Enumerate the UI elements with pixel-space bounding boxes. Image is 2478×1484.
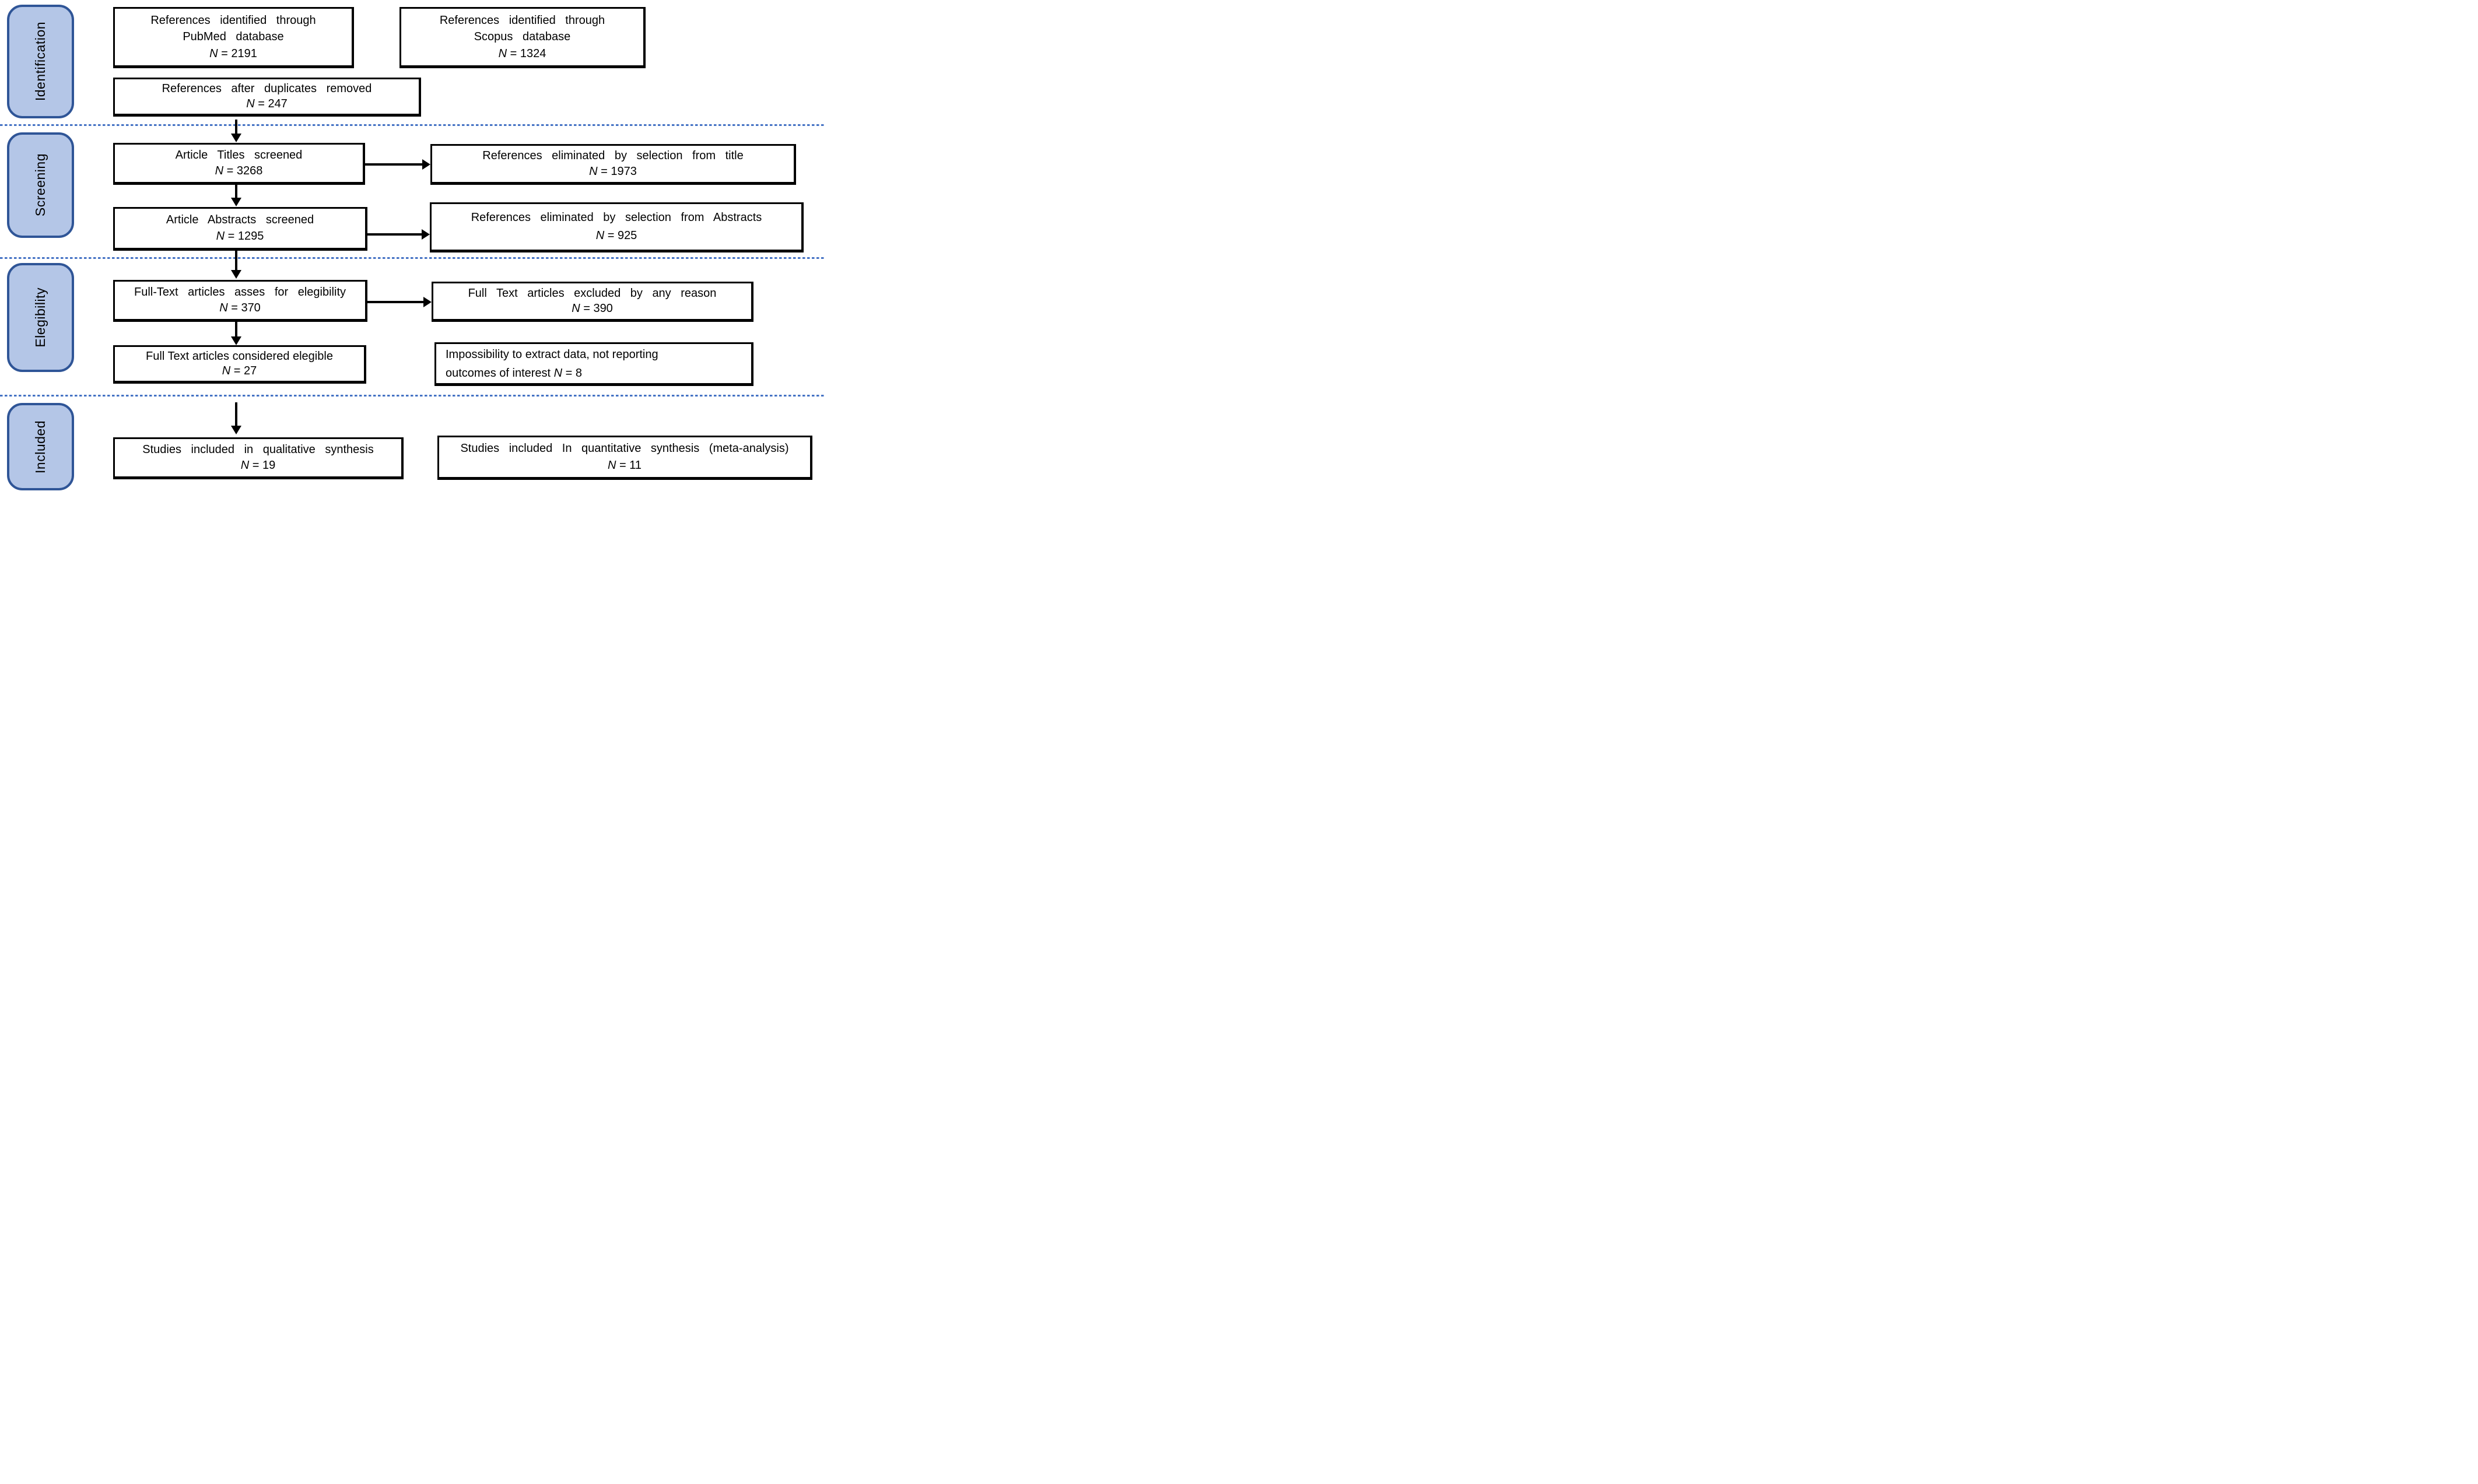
- flow-box-fulltext-excluded-count: N = 390: [572, 302, 613, 315]
- arrow-right-fulltext-to-excluded: [367, 301, 423, 303]
- flow-box-considered-elegible-count: N = 27: [222, 364, 257, 377]
- flow-box-considered-elegible-line1: Full Text articles considered elegible: [146, 350, 333, 363]
- flow-box-abstracts-line1: Article Abstracts screened: [166, 213, 314, 226]
- flow-box-considered-elegible: Full Text articles considered elegible N…: [113, 345, 366, 384]
- arrow-down-duplicates-to-titles: [235, 120, 237, 134]
- flow-box-pubmed-line1: References identified through: [150, 13, 316, 27]
- flow-box-titles-screened: Article Titles screened N = 3268: [113, 143, 365, 185]
- flow-box-abstracts-screened: Article Abstracts screened N = 1295: [113, 207, 367, 251]
- flow-box-impossibility-extract: Impossibility to extract data, not repor…: [434, 342, 753, 386]
- stage-label-elegibility: Elegibility: [33, 287, 48, 348]
- flow-box-fulltext-assessed: Full-Text articles asses for elegibility…: [113, 280, 367, 322]
- flow-box-duplicates-line1: References after duplicates removed: [162, 82, 372, 96]
- flow-box-eliminated-title-count: N = 1973: [589, 164, 637, 178]
- flow-box-eliminated-abstracts-line1: References eliminated by selection from …: [471, 211, 762, 224]
- arrow-down-fulltext-to-elegible: [235, 322, 237, 336]
- section-divider-identification-screening: [0, 124, 826, 126]
- flow-box-impossibility-line1: Impossibility to extract data, not repor…: [446, 348, 658, 361]
- stage-label-identification: Identification: [33, 22, 48, 101]
- arrow-down-to-qualitative: [235, 402, 237, 426]
- arrow-down-titles-to-abstracts: [235, 185, 237, 198]
- section-divider-elegibility-included: [0, 395, 826, 397]
- section-divider-screening-elegibility: [0, 257, 826, 259]
- flow-box-qualitative-count: N = 19: [240, 459, 276, 472]
- stage-box-identification: Identification: [7, 5, 74, 118]
- flow-box-scopus-line2: Scopus database: [474, 30, 571, 43]
- stage-label-screening: Screening: [33, 153, 48, 217]
- flow-box-fulltext-assessed-line1: Full-Text articles asses for elegibility: [134, 286, 346, 299]
- flow-box-abstracts-count: N = 1295: [216, 230, 264, 243]
- flow-box-scopus-count: N = 1324: [498, 47, 546, 60]
- flow-box-quantitative-synthesis: Studies included In quantitative synthes…: [437, 436, 812, 480]
- stage-box-screening: Screening: [7, 132, 74, 238]
- arrow-right-abstracts-to-eliminated: [367, 233, 422, 236]
- flow-box-impossibility-line2: outcomes of interest N = 8: [446, 366, 583, 380]
- flow-box-quantitative-count: N = 11: [607, 458, 642, 472]
- flow-box-titles-count: N = 3268: [215, 164, 263, 177]
- stage-box-elegibility: Elegibility: [7, 263, 74, 372]
- flow-box-qualitative-line1: Studies included in qualitative synthesi…: [142, 443, 374, 456]
- flow-box-eliminated-by-abstracts: References eliminated by selection from …: [430, 202, 804, 252]
- flow-box-titles-line1: Article Titles screened: [175, 149, 303, 162]
- arrow-down-abstracts-to-fulltext: [235, 251, 237, 270]
- flow-box-eliminated-abstracts-count: N = 925: [595, 229, 637, 243]
- flow-box-pubmed-count: N = 2191: [209, 47, 257, 60]
- flow-box-scopus-line1: References identified through: [439, 13, 605, 27]
- flow-box-pubmed: References identified through PubMed dat…: [113, 7, 354, 68]
- flow-box-fulltext-excluded-line1: Full Text articles excluded by any reaso…: [468, 287, 717, 300]
- flow-box-eliminated-title-line1: References eliminated by selection from …: [482, 149, 744, 163]
- flow-box-pubmed-line2: PubMed database: [183, 30, 284, 43]
- flow-box-fulltext-excluded: Full Text articles excluded by any reaso…: [432, 282, 753, 322]
- prisma-flow-diagram: Identification Screening Elegibility Inc…: [0, 0, 826, 494]
- flow-box-duplicates-removed: References after duplicates removed N = …: [113, 78, 421, 117]
- arrow-right-titles-to-eliminated: [365, 163, 422, 166]
- flow-box-qualitative-synthesis: Studies included in qualitative synthesi…: [113, 437, 404, 479]
- stage-box-included: Included: [7, 403, 74, 490]
- flow-box-eliminated-by-title: References eliminated by selection from …: [430, 144, 796, 185]
- flow-box-quantitative-line1: Studies included In quantitative synthes…: [460, 442, 789, 455]
- flow-box-fulltext-assessed-count: N = 370: [219, 301, 261, 314]
- flow-box-duplicates-count: N = 247: [246, 97, 288, 110]
- stage-label-included: Included: [33, 420, 48, 473]
- flow-box-scopus: References identified through Scopus dat…: [399, 7, 646, 68]
